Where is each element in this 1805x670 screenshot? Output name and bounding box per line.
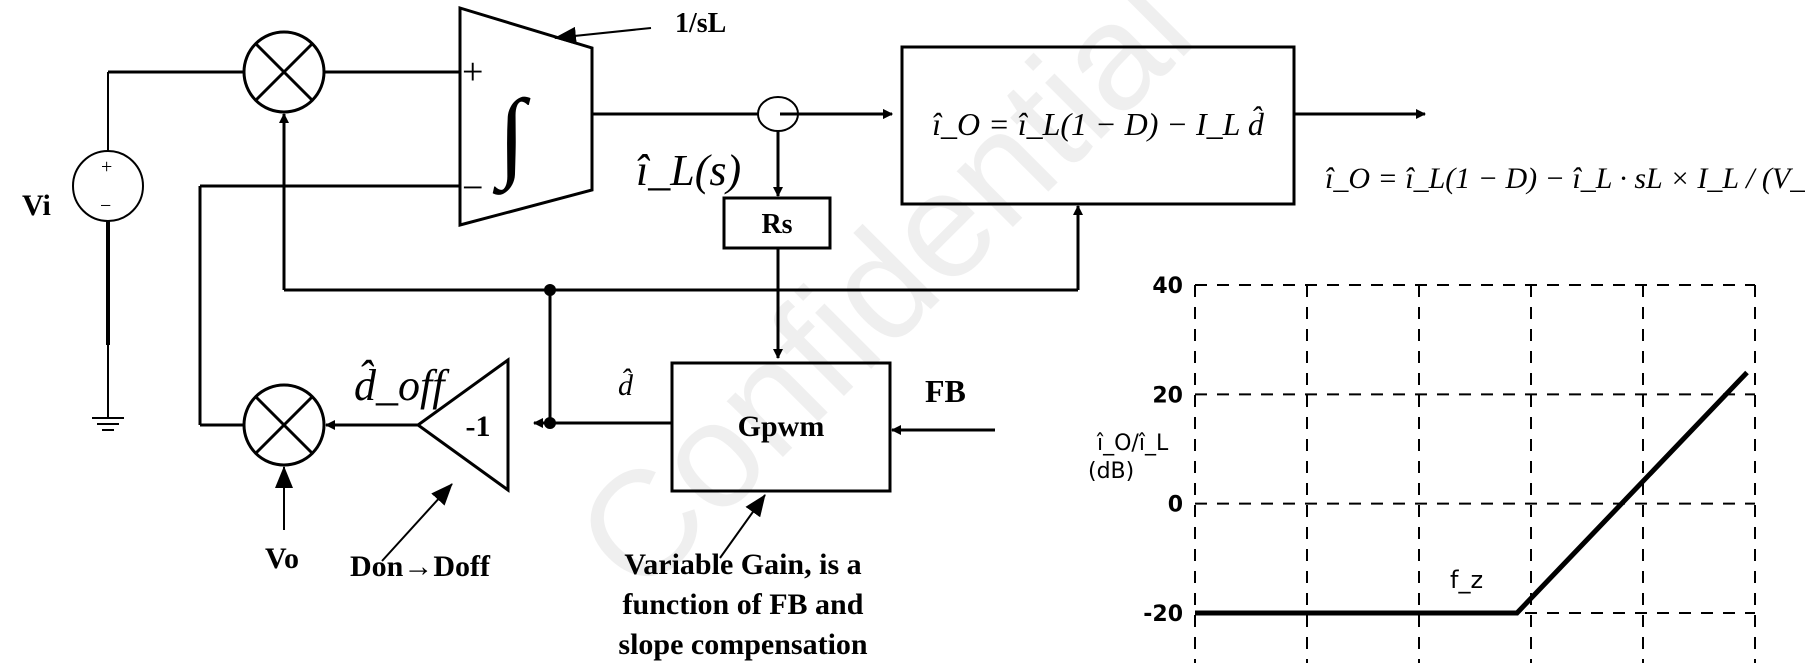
plot-ylabel: î_O/î_L (1096, 431, 1169, 456)
inverter-label: -1 (466, 410, 491, 443)
don-doff-label: Don→Doff (350, 550, 491, 583)
source-plus-sign: + (101, 156, 112, 178)
bottom-summing-junction (242, 383, 326, 467)
plot-y-ticks: 40 20 0 -20 (1143, 274, 1183, 627)
d-hat-label: d̂ (618, 368, 634, 402)
gain-plot: 40 20 0 -20 î_O/î_L (dB) f_z (1088, 274, 1756, 663)
source-minus-sign: − (100, 195, 111, 217)
plot-grid (1194, 284, 1756, 663)
plot-ylabel-units: (dB) (1088, 459, 1134, 484)
fb-label: FB (925, 373, 966, 409)
vo-label: Vo (265, 542, 299, 575)
integrator-minus-sign: − (462, 167, 483, 209)
fz-label: f_z (1450, 566, 1483, 594)
note-pointer (719, 494, 766, 559)
plot-y-tick-label: 40 (1152, 274, 1183, 299)
integrator-block: + − ∫ (458, 5, 594, 227)
plot-y-tick-label: 0 (1168, 493, 1183, 518)
il-s-label: î_L(s) (636, 146, 741, 195)
equation-block (900, 45, 1296, 206)
gpwm-label: Gpwm (738, 410, 825, 443)
inverter-block (415, 357, 510, 493)
integrator-gain-label: 1/sL (675, 8, 726, 39)
integral-symbol: ∫ (492, 79, 531, 195)
d-off-label: d̂_off (354, 360, 450, 410)
plot-response-line (1195, 370, 1749, 616)
output-equation: î_O = î_L(1 − D) − î_L · sL × I_L / (V_I… (1325, 162, 1805, 195)
note-line-1: Variable Gain, is a (624, 548, 861, 581)
don-doff-pointer (381, 483, 453, 562)
watermark: Confidential to Tempo (544, 0, 1687, 623)
integrator-plus-sign: + (462, 51, 483, 93)
plot-y-tick-label: -20 (1143, 602, 1183, 627)
top-summing-junction (242, 30, 326, 114)
box-equation: î_O = î_L(1 − D) − I_L d̂ (932, 106, 1265, 142)
vi-label: Vi (22, 189, 51, 222)
gpwm-block (670, 361, 892, 493)
vi-voltage-source: + − (72, 72, 144, 431)
note-line-3: slope compensation (618, 628, 868, 661)
note-line-2: function of FB and (623, 588, 864, 621)
rs-label: Rs (761, 209, 792, 240)
plot-y-tick-label: 20 (1152, 383, 1183, 408)
integrator-gain-pointer (554, 26, 652, 45)
